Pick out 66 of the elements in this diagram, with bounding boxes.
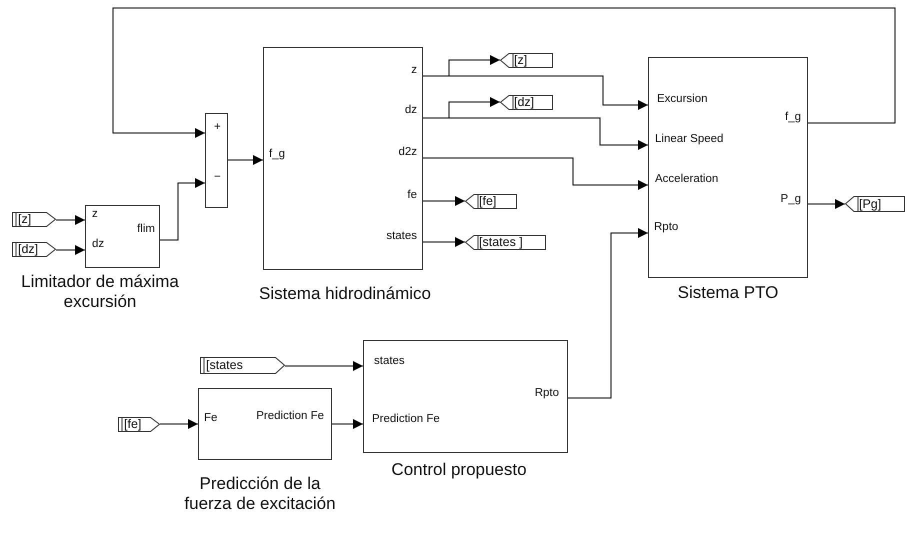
port-label: Acceleration bbox=[655, 173, 718, 186]
signal-arrow bbox=[808, 199, 846, 209]
subsystem-block bbox=[263, 47, 423, 270]
port-label: Fe bbox=[204, 412, 218, 425]
block-caption: Predicción de la fuerza de excitación bbox=[183, 474, 337, 514]
subsystem-block bbox=[198, 388, 332, 460]
subsystem-block bbox=[648, 57, 808, 278]
goto-tag bbox=[465, 194, 517, 209]
signal-arrow bbox=[56, 215, 86, 225]
goto-tag bbox=[845, 196, 905, 212]
block-caption: Sistema hidrodinámico bbox=[258, 284, 432, 304]
from-tag bbox=[12, 212, 56, 227]
goto-tag bbox=[500, 95, 553, 110]
port-label: Linear Speed bbox=[655, 133, 724, 146]
port-label: dz bbox=[92, 238, 104, 251]
port-label: fe bbox=[407, 189, 417, 202]
tag-label: [dz] bbox=[514, 96, 534, 109]
port-label: dz bbox=[404, 104, 417, 117]
signal-arrow bbox=[228, 155, 264, 165]
subsystem-block bbox=[363, 340, 568, 453]
signal-arrow bbox=[332, 419, 364, 429]
port-label: f_g bbox=[785, 111, 801, 124]
signal-arrow bbox=[568, 228, 648, 398]
port-label: flim bbox=[137, 223, 155, 236]
tag-label: [fe] bbox=[479, 195, 496, 208]
port-label: Excursion bbox=[657, 93, 708, 106]
block-caption: Limitador de máxima excursión bbox=[20, 272, 180, 312]
signal-arrow bbox=[422, 196, 466, 206]
tag-label: [states bbox=[206, 359, 243, 372]
port-label: Rpto bbox=[534, 387, 559, 400]
port-label: Prediction Fe bbox=[372, 413, 440, 426]
from-tag bbox=[200, 357, 285, 374]
subsystem-block bbox=[85, 205, 160, 268]
signal-arrow bbox=[112, 8, 896, 138]
sign-label: − bbox=[214, 171, 221, 184]
goto-tag bbox=[465, 235, 546, 250]
port-label: Prediction Fe bbox=[256, 410, 324, 423]
tag-label: [fe] bbox=[124, 418, 142, 431]
port-label: P_g bbox=[780, 193, 801, 206]
from-tag bbox=[12, 242, 56, 257]
signal-arrow bbox=[422, 158, 648, 190]
port-label: states bbox=[386, 230, 417, 243]
block-caption: Control propuesto bbox=[390, 460, 528, 480]
tag-label: [Pg] bbox=[859, 198, 882, 210]
signal-arrow bbox=[422, 76, 648, 110]
sign-label: + bbox=[214, 121, 221, 134]
block-caption: Sistema PTO bbox=[676, 283, 780, 303]
tag-label: [states ] bbox=[479, 236, 523, 249]
port-label: f_g bbox=[269, 148, 285, 161]
goto-tag bbox=[500, 53, 553, 68]
tag-label: [dz] bbox=[18, 243, 38, 256]
tag-label: [z] bbox=[18, 213, 32, 226]
port-label: Rpto bbox=[654, 221, 678, 234]
port-label: states bbox=[374, 355, 405, 368]
tag-label: [z] bbox=[514, 54, 528, 67]
port-label: d2z bbox=[398, 146, 417, 159]
port-label: z bbox=[92, 208, 98, 221]
sum-block bbox=[205, 113, 228, 208]
signal-arrow bbox=[284, 361, 364, 371]
from-tag bbox=[118, 417, 160, 432]
signal-arrow bbox=[160, 419, 198, 429]
signal-arrow bbox=[160, 178, 206, 240]
port-label: z bbox=[411, 64, 417, 77]
signal-arrow bbox=[422, 118, 648, 150]
signal-arrow bbox=[56, 245, 86, 255]
signal-arrow bbox=[422, 237, 466, 247]
